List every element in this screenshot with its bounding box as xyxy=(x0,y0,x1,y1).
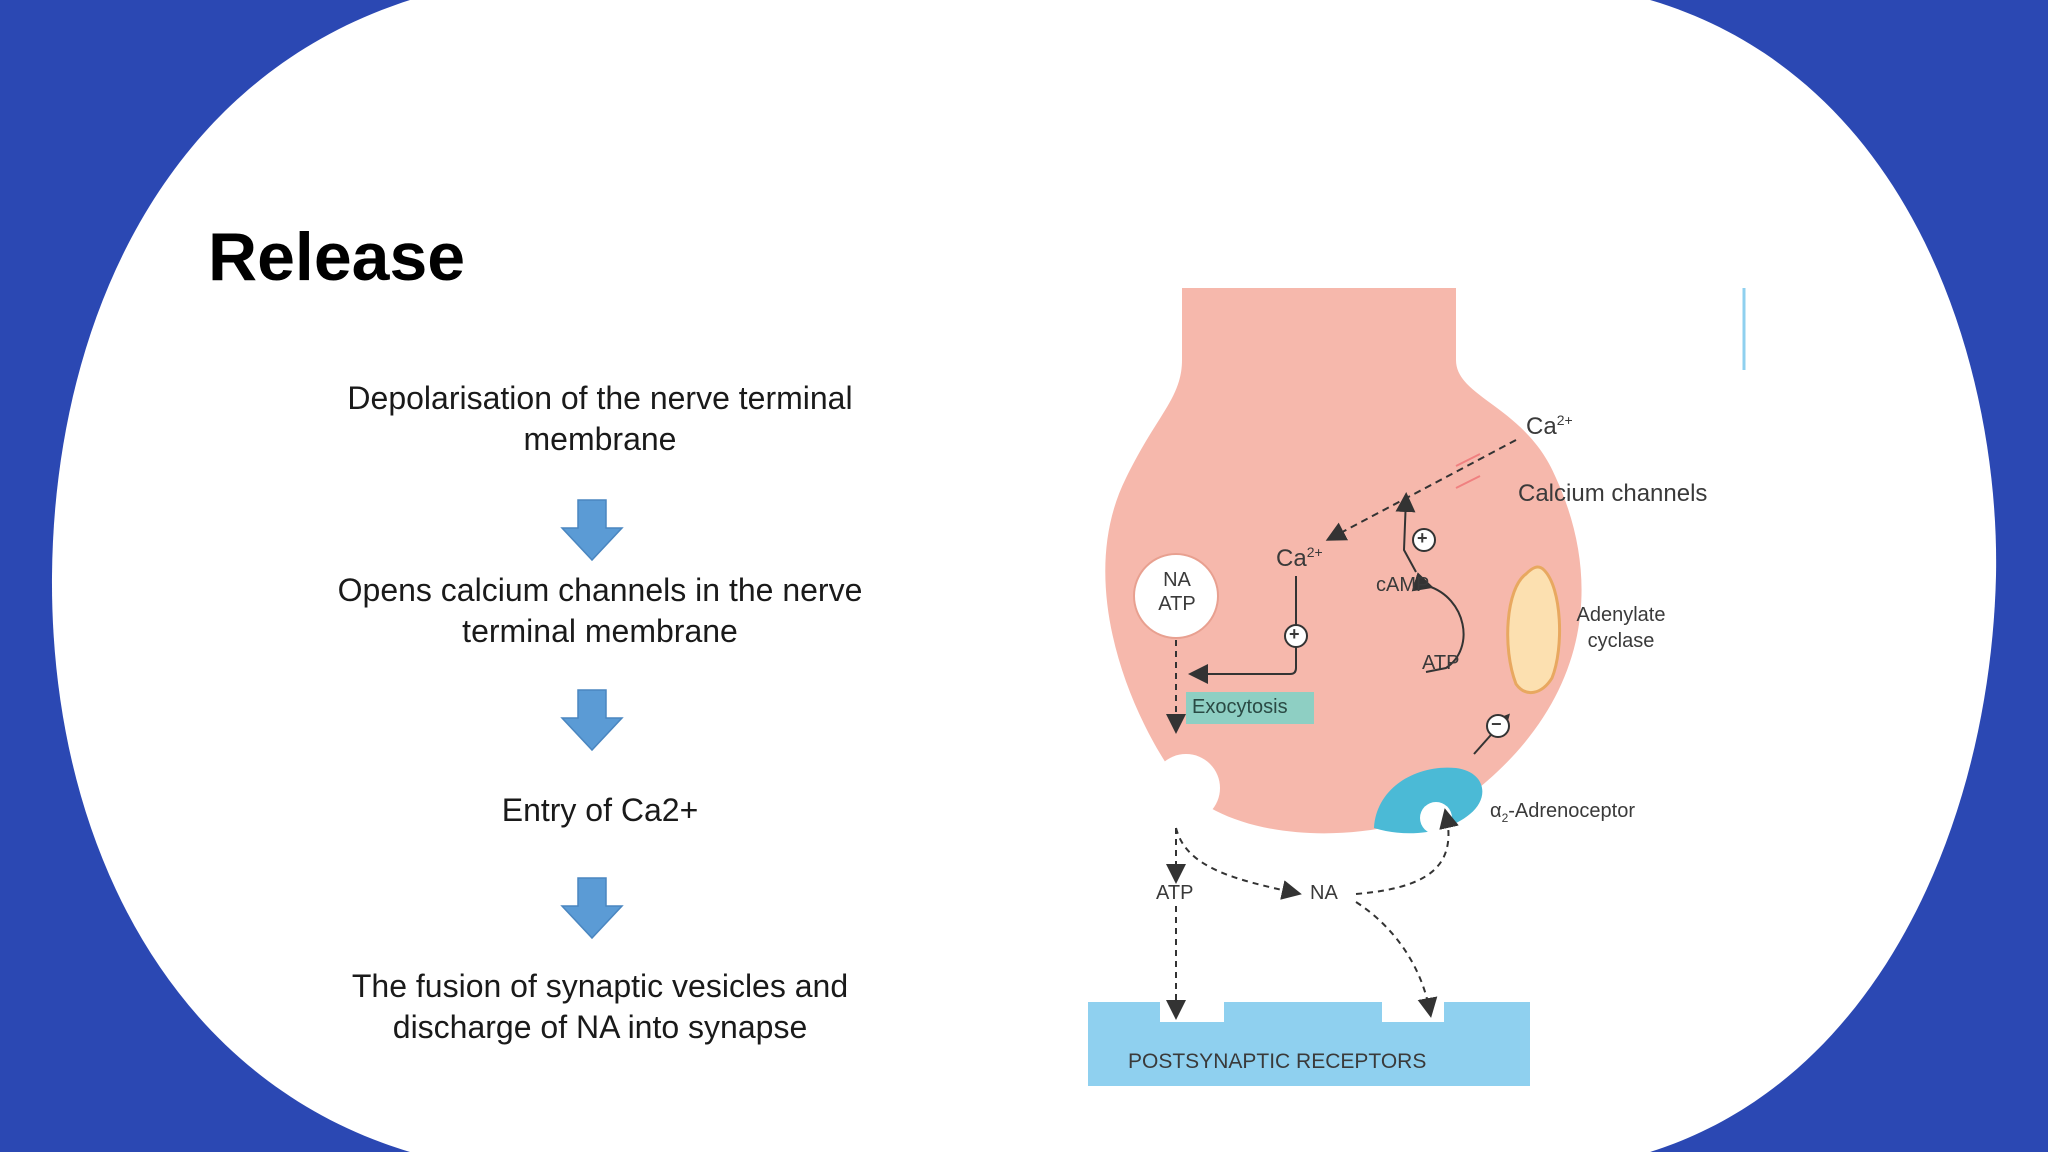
exocytosis-pocket xyxy=(1152,754,1220,822)
down-arrow-icon xyxy=(560,689,624,752)
adenylate-cyclase-label: Adenylate cyclase xyxy=(1576,604,1666,652)
plus-sign-glyph: + xyxy=(1289,624,1300,644)
flow-step-text: discharge of NA into synapse xyxy=(392,1009,808,1045)
adrenoceptor-label: α2-Adrenoceptor xyxy=(1490,800,1635,825)
adenylate-cyclase xyxy=(1506,565,1561,694)
slide-title: Release xyxy=(208,219,466,295)
atp-released-label: ATP xyxy=(1156,882,1194,904)
flow-step-depolarisation: Depolarisation of the nerve terminal mem… xyxy=(240,378,960,460)
ca-inside-label: Ca2+ xyxy=(1276,544,1323,572)
atp-inside-label: ATP xyxy=(1422,652,1460,674)
flow-step-text: Depolarisation of the nerve terminal xyxy=(347,380,853,416)
postsynaptic-receptor-bar xyxy=(1088,1002,1530,1086)
flow-step-calcium-channels: Opens calcium channels in the nerve term… xyxy=(240,570,960,652)
flow-step-ca-entry: Entry of Ca2+ xyxy=(240,790,960,831)
noradrenaline-release-diagram: Ca2+ Calcium channels Ca2+ NA ATP cAMP A… xyxy=(1086,288,1746,1088)
postsynaptic-receptors-label: POSTSYNAPTIC RECEPTORS xyxy=(1128,1050,1427,1073)
flow-step-text: The fusion of synaptic vesicles and xyxy=(351,968,849,1004)
minus-sign-glyph: − xyxy=(1491,714,1502,734)
down-arrow-icon xyxy=(560,877,624,940)
diagram-graphic xyxy=(1086,288,1746,1088)
flow-step-text: terminal membrane xyxy=(462,613,738,649)
na-released-label: NA xyxy=(1310,882,1338,904)
flow-step-vesicle-fusion: The fusion of synaptic vesicles and disc… xyxy=(240,966,960,1048)
exocytosis-label: Exocytosis xyxy=(1192,696,1288,718)
camp-label: cAMP xyxy=(1376,574,1430,596)
plus-sign-glyph: + xyxy=(1417,528,1428,548)
flow-step-text: Entry of Ca2+ xyxy=(501,792,699,828)
flow-step-text: Opens calcium channels in the nerve xyxy=(337,572,863,608)
vesicle xyxy=(1133,553,1219,639)
plus-sign-icon xyxy=(1284,624,1308,648)
ca-entry-arrow xyxy=(1325,439,1517,541)
ca-outside-label: Ca2+ xyxy=(1526,412,1573,440)
down-arrow-icon xyxy=(560,499,624,562)
flow-step-text: membrane xyxy=(523,421,677,457)
calcium-channels-label: Calcium channels xyxy=(1518,480,1708,507)
vesicle-label: NA ATP xyxy=(1158,569,1196,615)
plus-sign-icon xyxy=(1412,528,1436,552)
minus-sign-icon xyxy=(1486,714,1510,738)
exocytosis-box xyxy=(1186,692,1314,724)
